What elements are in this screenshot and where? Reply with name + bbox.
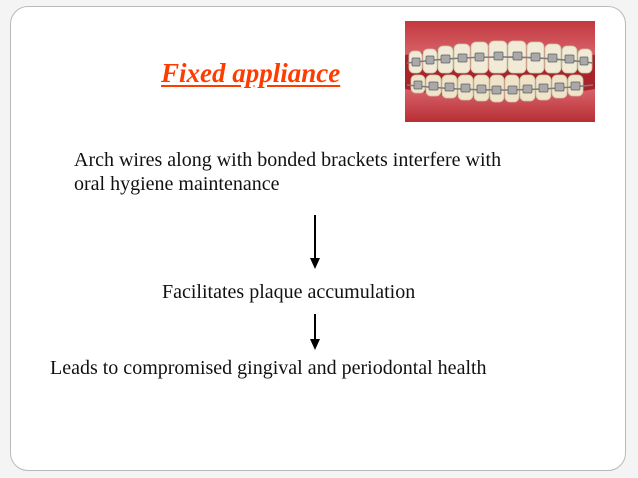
slide-title: Fixed appliance bbox=[161, 58, 341, 88]
down-arrow-2-icon bbox=[310, 314, 320, 350]
intro-line-2: oral hygiene maintenance bbox=[74, 173, 280, 195]
down-arrow-1-icon bbox=[310, 215, 320, 269]
step-plaque-accumulation: Facilitates plaque accumulation bbox=[162, 281, 416, 303]
step-compromised-health: Leads to compromised gingival and period… bbox=[50, 357, 487, 379]
braces-photo bbox=[405, 21, 595, 122]
intro-text: Arch wires along with bonded brackets in… bbox=[74, 148, 594, 196]
intro-line-1: Arch wires along with bonded brackets in… bbox=[74, 149, 502, 171]
